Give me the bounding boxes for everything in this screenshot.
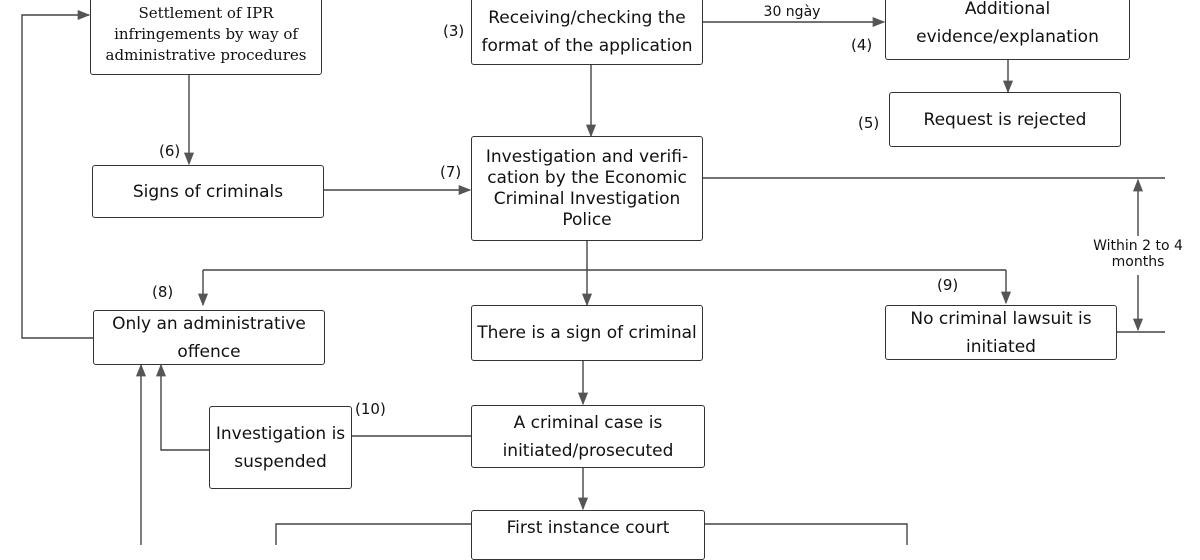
step-label-5: (5) xyxy=(858,114,880,132)
additional-box: Additional evidence/explanation xyxy=(885,0,1130,60)
arrow-admin-to-settlement xyxy=(21,9,93,339)
no-lawsuit-box: No criminal lawsuit is initiated xyxy=(885,305,1117,360)
admin-offence-box: Only an administrative offence xyxy=(93,310,325,365)
step-label-8: (8) xyxy=(152,283,174,301)
case-initiated-box: A criminal case is initiated/prosecuted xyxy=(471,405,705,468)
rejected-box: Request is rejected xyxy=(889,92,1121,147)
suspended-box: Investigation is suspended xyxy=(209,406,352,489)
step-label-4: (4) xyxy=(851,36,873,54)
first-instance-box: First instance court xyxy=(471,510,705,560)
arrow-suspended-to-admin xyxy=(155,363,209,451)
sign-criminal-box: There is a sign of criminal xyxy=(471,305,703,361)
step-label-10: (10) xyxy=(355,400,386,418)
connector-lines xyxy=(21,9,1165,545)
investigation-box: Investigation and verifi-cation by the E… xyxy=(471,136,703,241)
step-label-3: (3) xyxy=(443,22,465,40)
duration-note: Within 2 to 4 months xyxy=(1073,238,1200,270)
settlement-box: Settlement of IPR infringements by way o… xyxy=(90,0,322,75)
line-firstinstance-right xyxy=(705,523,908,545)
line-firstinstance-left xyxy=(275,523,471,545)
step-label-9: (9) xyxy=(937,276,959,294)
arrow-duration-note-top: 30 ngày xyxy=(752,4,832,20)
receiving-box: Receiving/checking the format of the app… xyxy=(471,0,703,65)
step-label-7: (7) xyxy=(440,163,462,181)
step-label-6: (6) xyxy=(159,142,181,160)
signs-criminals-box: Signs of criminals xyxy=(92,165,324,218)
